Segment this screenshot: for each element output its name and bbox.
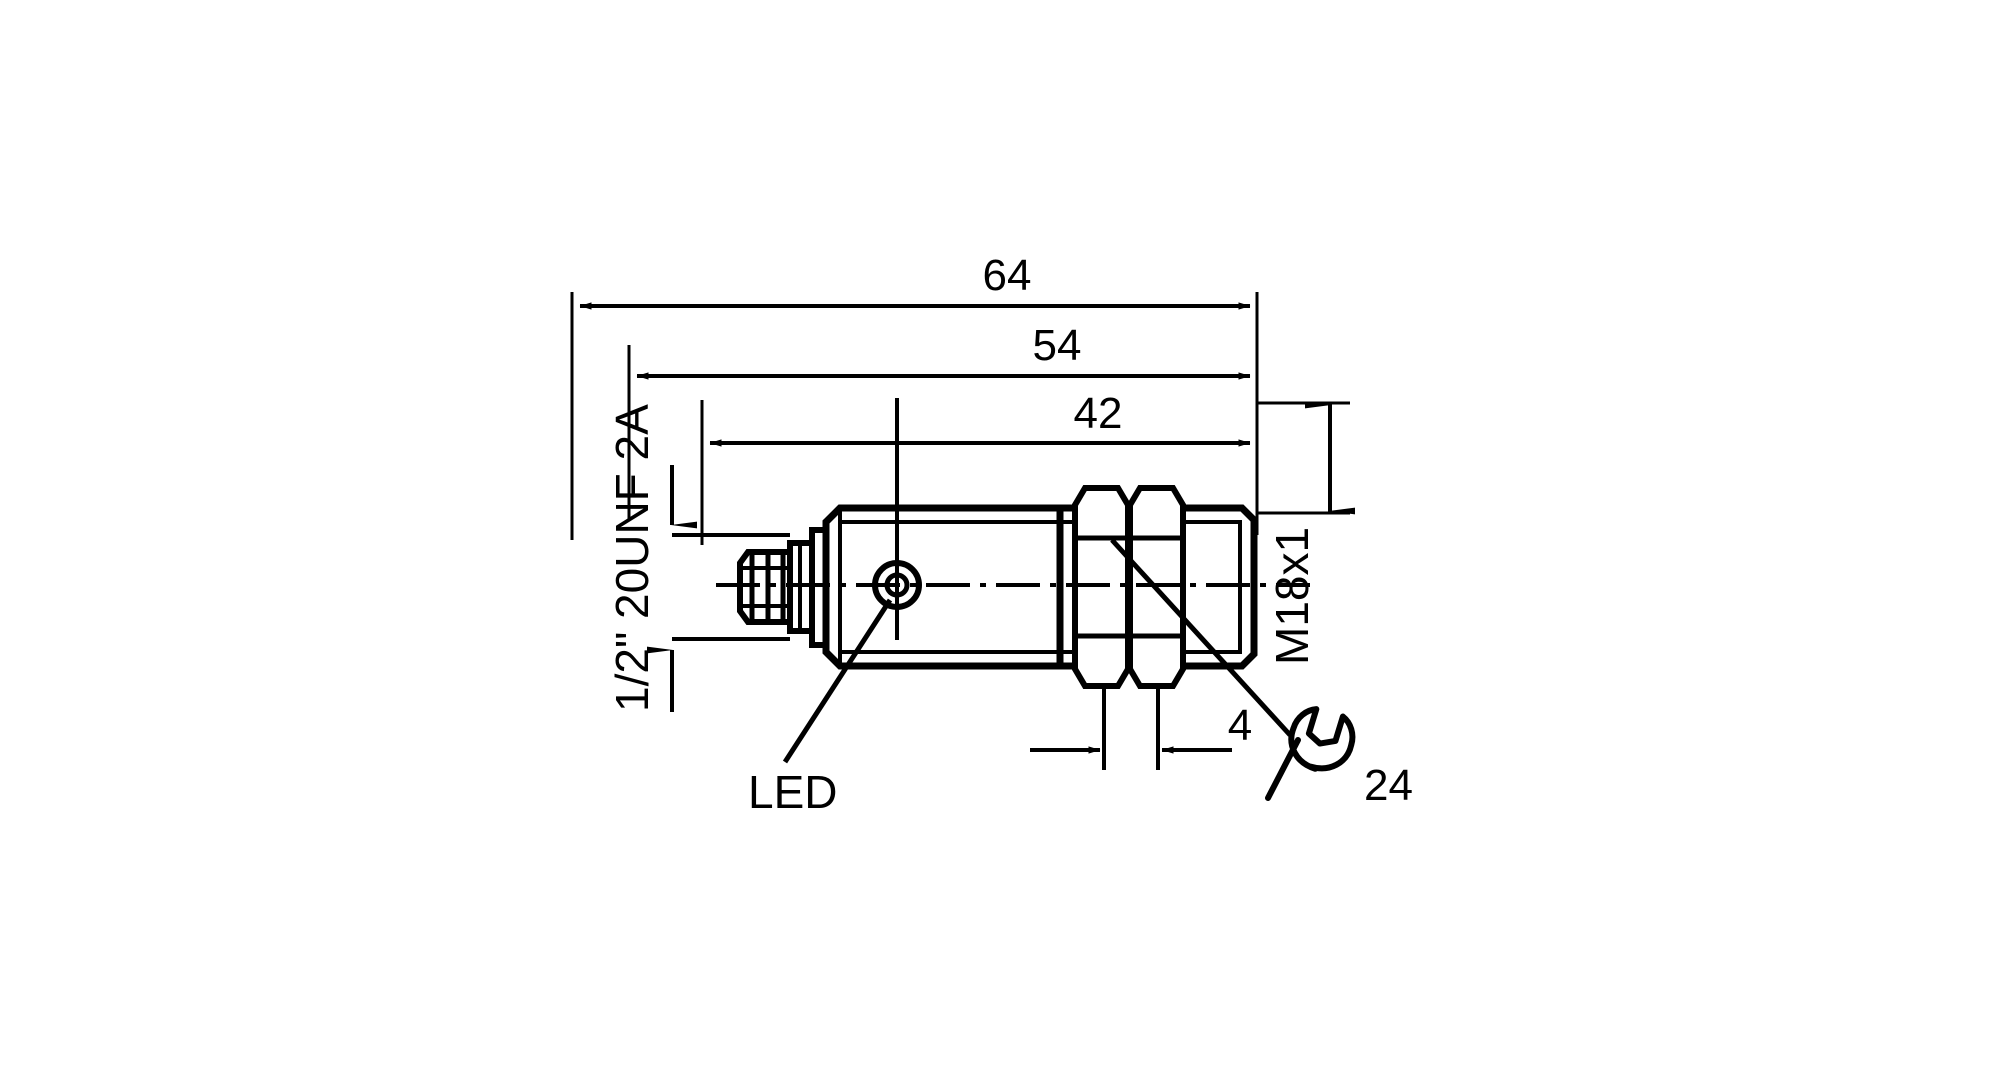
dimension-label-54: 54: [1033, 321, 1082, 370]
dimension-label-64: 64: [983, 251, 1032, 300]
led-window: [872, 398, 922, 640]
extension-lines: [570, 292, 1350, 545]
text-layer: 64 54 42 4 1/2" 20UNF 2A M18x1 LED 24: [606, 251, 1413, 818]
leader-line-wrench: [1110, 538, 1292, 737]
label-connector-thread: 1/2" 20UNF 2A: [606, 404, 658, 712]
dimension-label-42: 42: [1074, 389, 1123, 438]
leader-line-led: [782, 598, 893, 764]
label-wrench-size: 24: [1364, 761, 1413, 810]
dimension-line-4: [1030, 686, 1232, 770]
connector-thread-body: [737, 527, 829, 648]
leader-connector-thread: [647, 465, 790, 712]
wrench-icon: [1265, 706, 1356, 801]
label-barrel-thread: M18x1: [1266, 527, 1318, 665]
label-led: LED: [748, 766, 837, 818]
dimension-label-4: 4: [1228, 701, 1252, 750]
